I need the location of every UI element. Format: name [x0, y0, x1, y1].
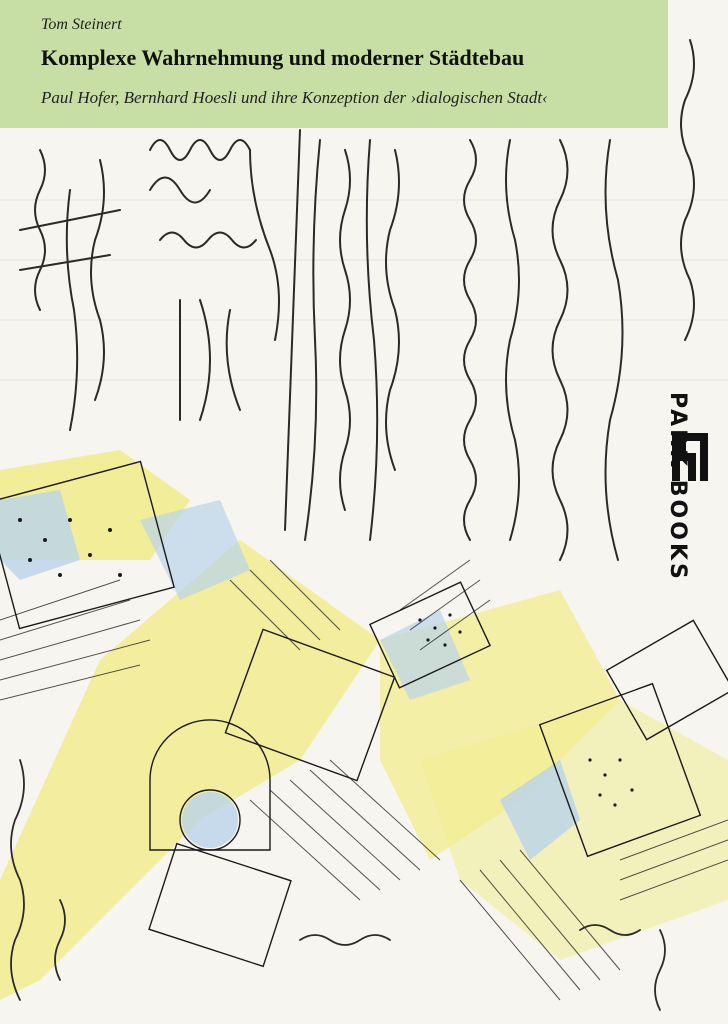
- park-books-logo-icon: [672, 433, 708, 481]
- publisher-name-wrap: PARK BOOKS: [665, 392, 691, 582]
- book-subtitle: Paul Hofer, Bernhard Hoesli und ihre Kon…: [41, 88, 548, 107]
- publisher-name: PARK BOOKS: [665, 392, 690, 582]
- author-name: Tom Steinert: [41, 16, 122, 33]
- book-title: Komplexe Wahrnehmung und moderner Städte…: [41, 45, 525, 70]
- title-band: Tom Steinert Komplexe Wahrnehmung und mo…: [0, 0, 668, 128]
